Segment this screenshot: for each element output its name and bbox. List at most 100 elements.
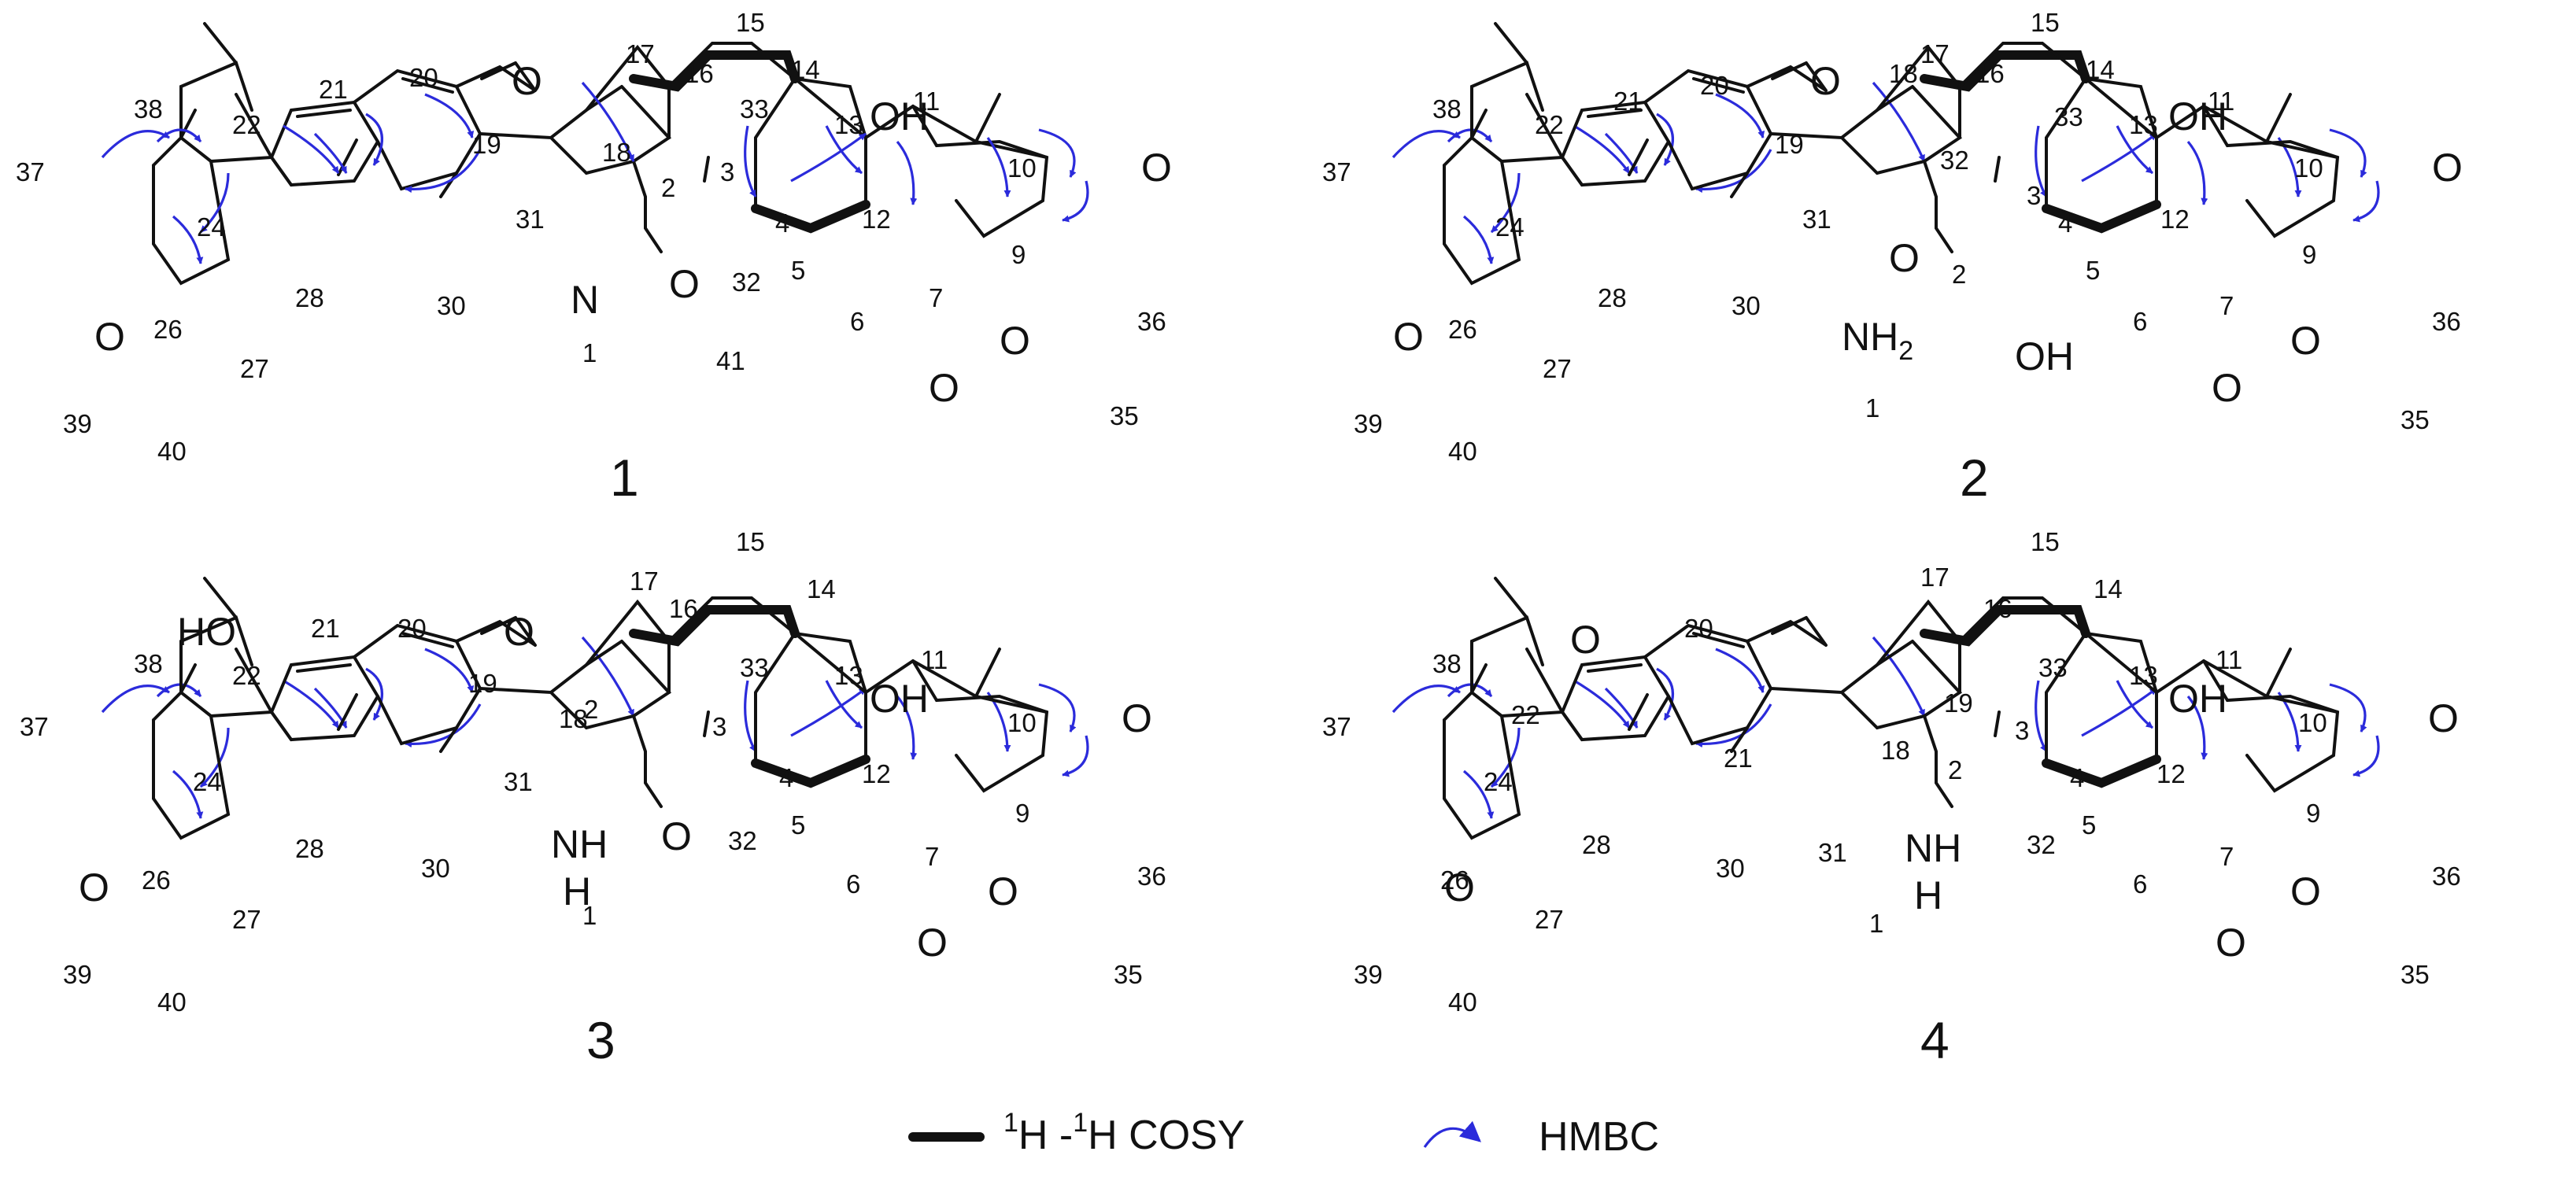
atom-number-14: 14 [791,55,820,84]
atom-o10: O [2432,146,2463,190]
atom-number-31: 31 [516,205,545,234]
atom-number-12: 12 [862,759,891,788]
atom-number-16: 16 [685,59,714,88]
atom-number-31: 31 [1802,205,1831,234]
atom-number-4: 4 [2058,209,2072,238]
atom-number-5: 5 [791,256,805,285]
compound-1-atom-numbers: 1716151413121110976543211819202122242627… [16,8,1166,466]
compound-3-structure: HO NH H O OH O O O O O 3 [79,577,1152,1069]
legend: 1H -1H COSY HMBC [908,1108,1659,1160]
compound-4-atom-numbers: 1716151413121110976543211819202122242627… [1322,527,2461,1017]
atom-number-21: 21 [311,614,340,643]
atom-number-4: 4 [2070,763,2084,792]
atom-number-36: 36 [2432,307,2461,336]
atom-number-30: 30 [437,291,466,320]
atom-number-28: 28 [1598,283,1627,312]
atom-oh13: OH [870,677,929,721]
atom-number-37: 37 [1322,157,1351,186]
compound-2-atom-numbers: 1716151413121110976543211819202122242627… [1322,8,2461,466]
atom-number-27: 27 [240,354,269,383]
atom-nh: NH [1905,826,1961,870]
atom-o10: O [2428,696,2459,740]
hmbc-arrows [101,81,1089,264]
atom-number-27: 27 [1535,905,1564,934]
atom-o9: O [988,869,1018,913]
atom-number-13: 13 [834,110,863,139]
atom-number-5: 5 [791,810,805,840]
atom-number-17: 17 [626,39,655,68]
atom-number-24: 24 [193,767,222,796]
atom-number-10: 10 [1007,708,1037,737]
atom-number-32: 32 [728,826,757,855]
atom-number-5: 5 [2082,810,2096,840]
nh-label: NH [1842,315,1898,359]
atom-o10: O [1141,146,1172,190]
atom-number-19: 19 [468,669,497,698]
atom-number-24: 24 [1484,767,1513,796]
atom-o7: O [929,366,959,410]
atom-number-38: 38 [134,94,163,124]
atom-number-28: 28 [295,283,324,312]
atom-number-3: 3 [2027,181,2041,210]
atom-n: N [571,278,599,322]
cosy-bonds [629,50,870,234]
atom-number-28: 28 [1582,830,1611,859]
atom-number-16: 16 [1975,59,2005,88]
atom-o18: O [1810,59,1841,103]
atom-number-19: 19 [1775,130,1804,159]
atom-number-33: 33 [2054,102,2083,131]
atom-number-31: 31 [504,767,533,796]
compound-id-3: 3 [586,1011,615,1069]
atom-number-20: 20 [397,614,427,643]
atom-number-20: 20 [1700,71,1729,100]
atom-number-13: 13 [2129,110,2158,139]
atom-o41: O [669,262,700,306]
atom-number-28: 28 [295,834,324,863]
atom-o24: O [1444,865,1475,910]
atom-number-18: 18 [1881,736,1910,765]
atom-number-37: 37 [16,157,45,186]
atom-labels: NH H O OH O O O O [1444,618,2459,965]
atom-number-40: 40 [1448,987,1477,1017]
atom-number-2: 2 [661,173,675,202]
atom-o18: O [504,610,534,654]
atom-o10: O [1122,696,1152,740]
atom-number-37: 37 [20,712,49,741]
atom-number-14: 14 [2086,55,2115,84]
bonds [1443,577,2340,840]
atom-oh13: OH [870,94,929,138]
atom-number-15: 15 [2031,527,2060,556]
atom-number-7: 7 [2219,842,2234,871]
atom-number-13: 13 [2129,661,2158,690]
atom-number-22: 22 [232,661,261,690]
compound-4-structure: NH H O OH O O O O 4 [1391,577,2459,1069]
subscript-2: 2 [1898,336,1913,366]
atom-number-24: 24 [1495,212,1525,242]
atom-number-9: 9 [1015,799,1029,828]
atom-number-35: 35 [2400,405,2430,434]
atom-number-41: 41 [716,346,745,375]
atom-number-16: 16 [1983,594,2012,623]
atom-number-11: 11 [2216,645,2242,674]
atom-number-21: 21 [1724,744,1753,773]
atom-o24: O [79,865,109,910]
atom-number-39: 39 [63,960,92,989]
atom-number-40: 40 [157,437,187,466]
atom-o7: O [917,921,948,965]
atom-number-2: 2 [584,695,598,724]
atom-number-38: 38 [134,649,163,678]
atom-number-39: 39 [1354,409,1383,438]
atom-o9: O [2290,869,2321,913]
atom-number-21: 21 [319,75,348,104]
atom-number-32: 32 [732,268,761,297]
compound-3-atom-numbers: 1716151413121110976543211819202122242627… [20,527,1166,1017]
atom-o7: O [2216,921,2246,965]
atom-number-33: 33 [740,653,769,682]
atom-number-40: 40 [157,987,187,1017]
atom-number-26: 26 [1448,315,1477,344]
atom-o22: O [1570,618,1601,662]
atom-number-19: 19 [1944,688,1973,718]
atom-number-7: 7 [929,283,943,312]
atom-number-6: 6 [850,307,864,336]
